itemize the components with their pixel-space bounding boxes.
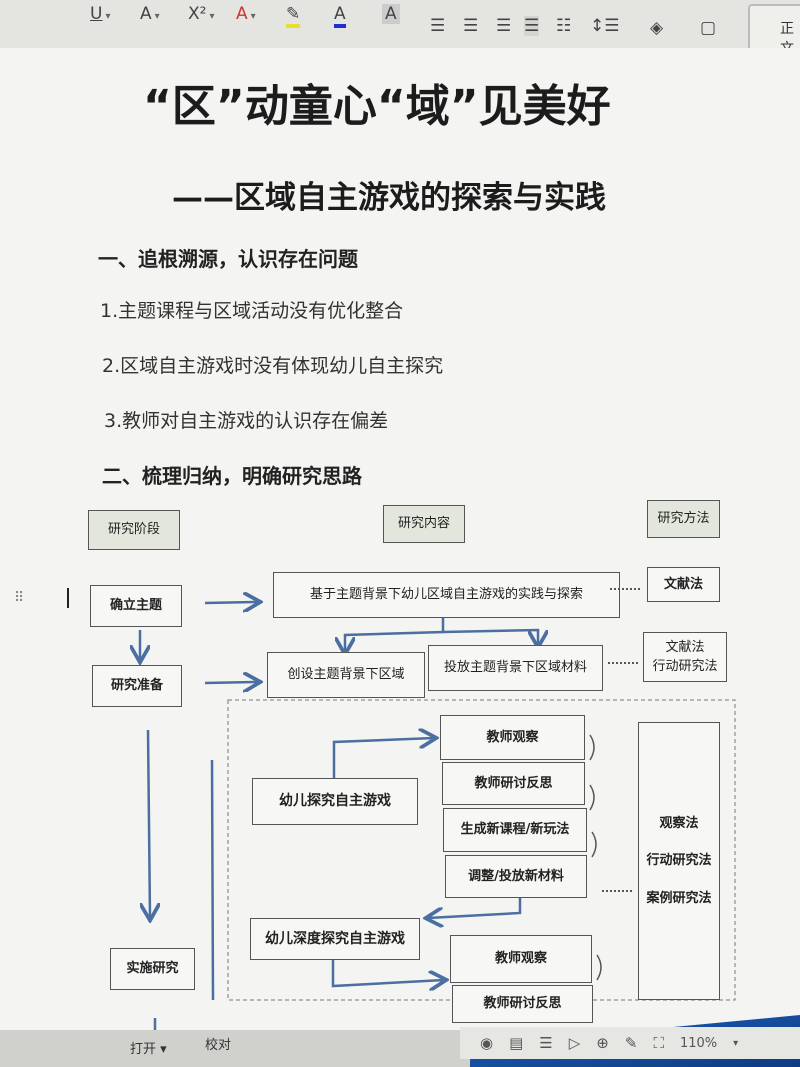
eye-icon[interactable]: ◉ (480, 1034, 494, 1052)
shading-icon[interactable]: ◈ (650, 18, 664, 38)
proof-button[interactable]: 校对 (205, 1038, 232, 1053)
style-normal[interactable]: 正文 (748, 4, 800, 57)
zoom-level[interactable]: 110% (679, 1035, 718, 1051)
dotted-connector (602, 890, 632, 892)
stage-topic: 确立主题 (90, 585, 182, 627)
cycle1-reflect: 教师研讨反思 (442, 762, 585, 805)
status-bar: ◉ ▤ ☰ ▷ ⊕ ✎ ⛶ 110% ▾ (460, 1027, 800, 1059)
dotted-connector (610, 588, 640, 590)
font-color-button[interactable]: A (334, 4, 346, 28)
border-icon[interactable]: ▢ (700, 18, 717, 38)
method-label: 行动研究法 (646, 853, 712, 869)
method-label: 行动研究法 (652, 659, 718, 674)
pen-icon[interactable]: ✎ (624, 1034, 638, 1052)
header-content: 研究内容 (383, 505, 465, 543)
method-implement: 观察法 行动研究法 案例研究法 (638, 722, 720, 1000)
line-spacing-icon[interactable]: ↕☰ (590, 16, 620, 36)
play-icon[interactable]: ▷ (568, 1034, 581, 1052)
align-center-icon[interactable]: ☰ (463, 16, 479, 36)
ribbon-toolbar: U▾ A▾ X²▾ A▾ ✎ A A ☰ ☰ ☰ ☰ ☷ ↕☰ ◈ ▢ 正文 (0, 0, 800, 57)
text-effect-button[interactable]: A▾ (236, 4, 256, 24)
chevron-down-icon[interactable]: ▾ (733, 1037, 739, 1049)
content-supply-material: 投放主题背景下区域材料 (428, 645, 603, 691)
content-explore: 幼儿探究自主游戏 (252, 778, 418, 825)
fit-icon[interactable]: ⛶ (653, 1034, 664, 1052)
phonetic-button[interactable]: A▾ (140, 4, 160, 24)
bracket-line (210, 759, 215, 1001)
arrow (332, 738, 434, 778)
arrow (442, 628, 538, 645)
method-label: 文献法 (665, 639, 705, 655)
drag-handle-icon[interactable]: ⠿ (14, 590, 25, 606)
superscript-button[interactable]: X²▾ (188, 4, 215, 24)
char-shading-button[interactable]: A (382, 4, 400, 24)
arrow (331, 960, 444, 986)
header-method: 研究方法 (647, 500, 720, 538)
cycle1-observe: 教师观察 (440, 715, 585, 760)
outline-icon[interactable]: ☰ (539, 1034, 553, 1052)
stage-prepare: 研究准备 (92, 665, 182, 707)
text-cursor (67, 588, 69, 608)
globe-icon[interactable]: ⊕ (596, 1034, 609, 1052)
method-label: 案例研究法 (646, 890, 712, 906)
section-heading-2: 二、梳理归纳，明确研究思路 (102, 464, 362, 488)
cycle1-adjust: 调整/投放新材料 (445, 855, 587, 898)
cycle-brackets (589, 734, 602, 981)
method-literature: 文献法 (647, 567, 720, 602)
section-heading-1: 一、追根溯源，认识存在问题 (98, 247, 358, 271)
arrow (204, 602, 258, 603)
underline-button[interactable]: U▾ (90, 4, 111, 24)
arrow (204, 682, 258, 683)
list-item: 1.主题课程与区域活动没有优化整合 (100, 300, 404, 322)
list-item: 2.区域自主游戏时没有体现幼儿自主探究 (102, 355, 444, 377)
content-deep-explore: 幼儿深度探究自主游戏 (250, 918, 420, 960)
align-left-icon[interactable]: ☰ (430, 16, 446, 36)
list-item: 3.教师对自主游戏的认识存在偏差 (104, 410, 389, 432)
content-create-area: 创设主题背景下区域 (267, 652, 425, 698)
cycle2-observe: 教师观察 (450, 935, 592, 983)
arrow (148, 729, 150, 918)
cycle1-generate: 生成新课程/新玩法 (443, 808, 587, 852)
arrow (428, 898, 522, 918)
page-view-icon[interactable]: ▤ (509, 1034, 524, 1052)
content-topic: 基于主题背景下幼儿区域自主游戏的实践与探索 (273, 572, 620, 618)
justify-icon[interactable]: ☰ (524, 16, 540, 36)
method-literature-action: 文献法行动研究法 (643, 632, 727, 682)
doc-title: “区”动童心“域”见美好 (143, 81, 611, 132)
align-right-icon[interactable]: ☰ (496, 16, 512, 36)
highlight-button[interactable]: ✎ (286, 4, 301, 28)
header-stage: 研究阶段 (88, 510, 180, 550)
dotted-connector (608, 662, 638, 664)
method-label: 观察法 (659, 815, 699, 831)
arrow (345, 618, 445, 652)
cycle2-reflect: 教师研讨反思 (452, 985, 593, 1023)
doc-subtitle: ——区域自主游戏的探索与实践 (172, 180, 606, 216)
distributed-icon[interactable]: ☷ (556, 16, 572, 36)
stage-implement: 实施研究 (110, 948, 195, 990)
open-button[interactable]: 打开 ▾ (130, 1042, 167, 1057)
